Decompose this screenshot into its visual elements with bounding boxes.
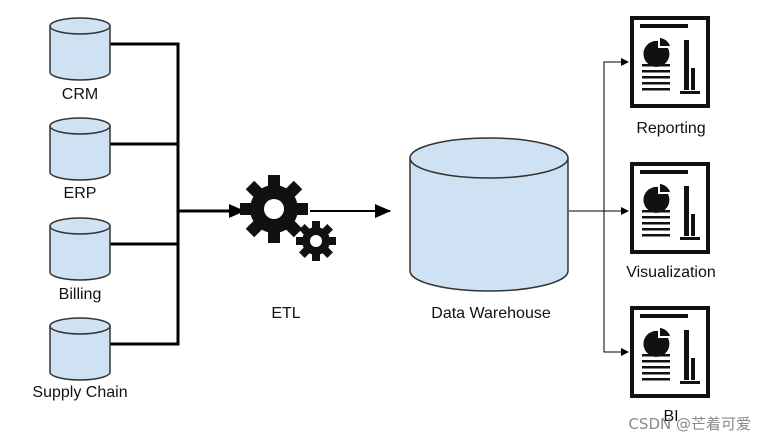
source-billing-icon [49,217,111,281]
gears-icon [240,175,336,261]
report-document-icon [630,306,710,398]
source-label-billing: Billing [58,286,102,303]
source-supply-chain-icon [49,317,111,381]
output-connectors [569,58,629,356]
etl-label: ETL [271,305,301,322]
output-label-reporting: Reporting [636,120,706,137]
source-label-erp: ERP [63,185,97,202]
database-cylinder-icon [409,137,569,292]
source-connectors [110,42,180,346]
output-label-visualization: Visualization [626,264,716,281]
source-label-crm: CRM [61,86,99,103]
watermark: CSDN @芒着可爱 [628,415,751,433]
report-document-icon [630,16,710,108]
output-label-bi: BI [663,408,679,425]
source-erp-icon [49,117,111,181]
report-document-icon [630,162,710,254]
source-crm-icon [49,17,111,81]
source-label-supply-chain: Supply Chain [32,384,128,401]
warehouse-label: Data Warehouse [431,305,551,322]
